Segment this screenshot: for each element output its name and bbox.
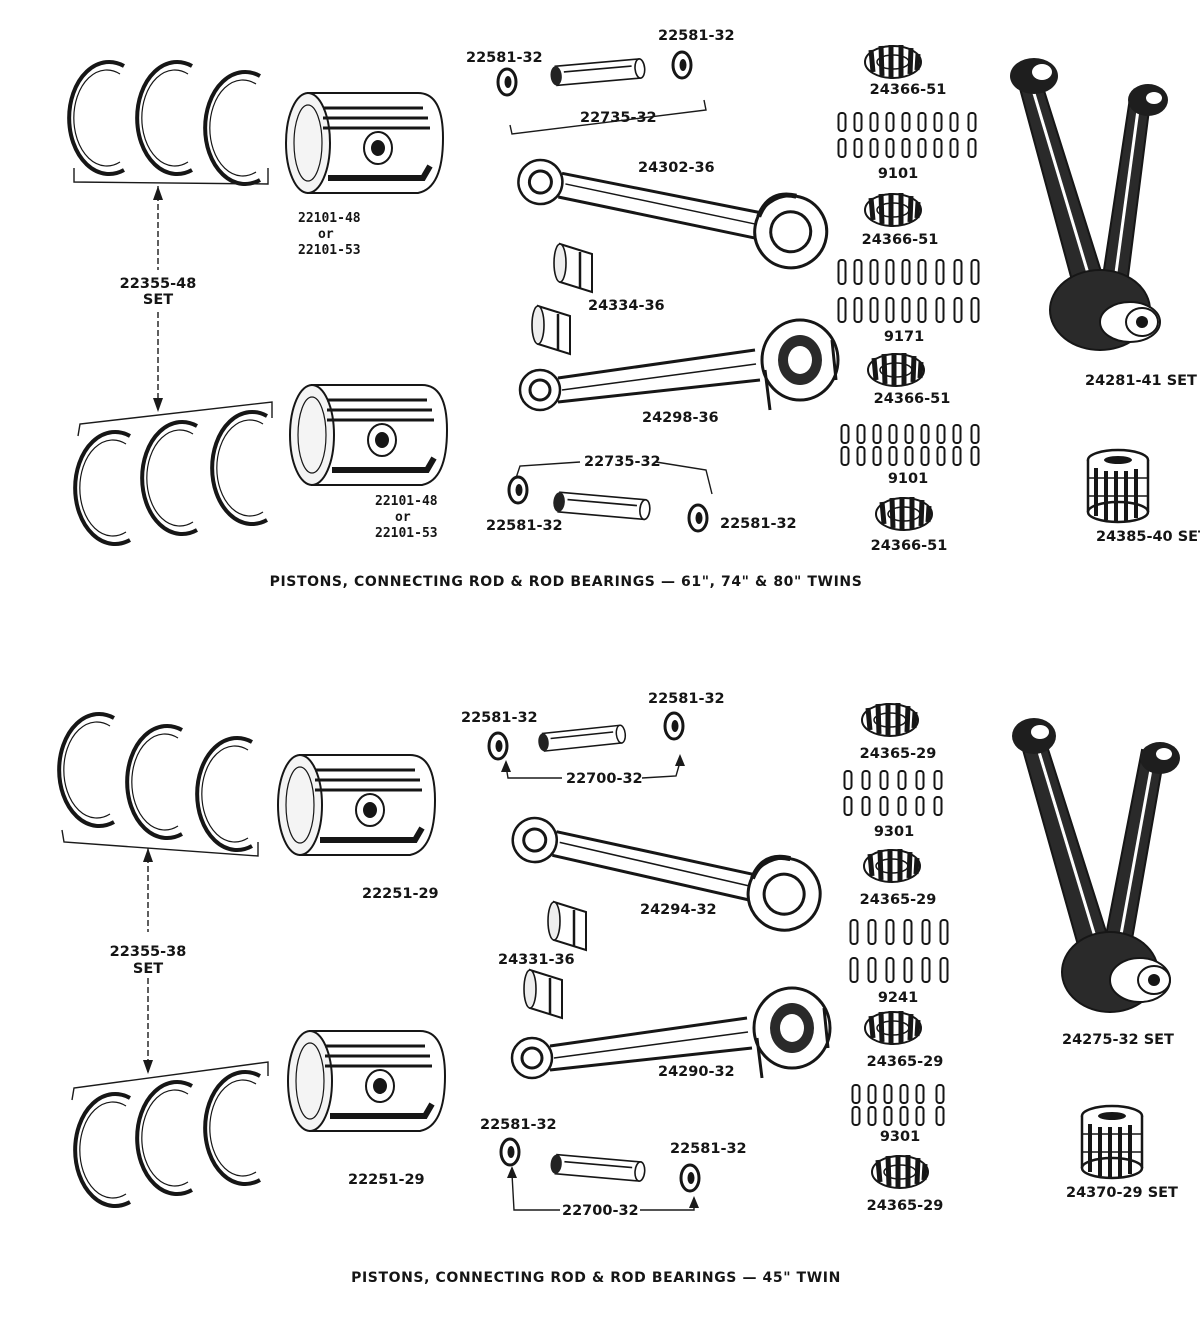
rollers-3-label-45: 9301 bbox=[880, 1129, 920, 1145]
pin-top-lock-right-label: 22581-32 bbox=[658, 28, 735, 44]
rollers-1-label: 9101 bbox=[878, 166, 918, 182]
piston-upper-label-or: or bbox=[318, 227, 334, 242]
cage-1-label-45: 24365-29 bbox=[860, 746, 937, 762]
bearing-set-label: 24385-40 SET bbox=[1096, 529, 1200, 545]
flywheel-rod-set-label: 24281-41 SET bbox=[1085, 373, 1197, 389]
bushing-label-45: 24331-36 bbox=[498, 952, 575, 968]
rollers-2-45 bbox=[849, 919, 949, 983]
pin-bottom-assembly-label: 22735-32 bbox=[584, 454, 661, 470]
rollers-3 bbox=[840, 424, 980, 466]
piston-pin-bottom-45 bbox=[499, 1137, 701, 1211]
rod-lower-label: 24298-36 bbox=[642, 410, 719, 426]
rod-bushing-lower bbox=[530, 304, 572, 356]
bushing-label: 24334-36 bbox=[588, 298, 665, 314]
roller-bearing-set-45 bbox=[1080, 1104, 1144, 1180]
ring-set-label-45: 22355-38 bbox=[110, 944, 187, 960]
ring-set-callout-top bbox=[153, 186, 163, 412]
piston-upper-label-2: 22101-53 bbox=[298, 243, 361, 258]
caption-top: PISTONS, CONNECTING ROD & ROD BEARINGS —… bbox=[270, 574, 863, 590]
rod-upper-label: 24302-36 bbox=[638, 160, 715, 176]
cage-3-label: 24366-51 bbox=[874, 391, 951, 407]
ring-set-label: 22355-48 bbox=[120, 276, 197, 292]
rod-upper-label-45: 24294-32 bbox=[640, 902, 717, 918]
piston-lower-label-45: 22251-29 bbox=[348, 1172, 425, 1188]
rollers-2-label: 9171 bbox=[884, 329, 924, 345]
flywheel-rod-set-45 bbox=[1012, 718, 1180, 1013]
pin-bottom-lock-left-label-45: 22581-32 bbox=[480, 1117, 557, 1133]
caption-bottom: PISTONS, CONNECTING ROD & ROD BEARINGS —… bbox=[351, 1270, 841, 1286]
bearing-column-45: 24365-29 9301 24365-29 9241 bbox=[843, 703, 949, 1214]
pin-bottom-assembly-label-45: 22700-32 bbox=[562, 1203, 639, 1219]
cage-4-label-45: 24365-29 bbox=[867, 1198, 944, 1214]
pin-bottom-lock-right-label-45: 22581-32 bbox=[670, 1141, 747, 1157]
piston-ring-set-upper-45 bbox=[57, 712, 259, 857]
rod-lower-label-45: 24290-32 bbox=[658, 1064, 735, 1080]
piston-upper-label-45: 22251-29 bbox=[362, 886, 439, 902]
piston-lower-45 bbox=[288, 1031, 445, 1131]
ring-set-label-suffix: SET bbox=[143, 292, 173, 308]
diagram-top: 22355-48 SET 22101-48 or 22101-53 22101-… bbox=[67, 28, 1200, 590]
pin-top-assembly-label-45: 22700-32 bbox=[566, 771, 643, 787]
pin-bottom-lock-left-label: 22581-32 bbox=[486, 518, 563, 534]
piston-pin-top bbox=[496, 50, 707, 135]
diagram-bottom: 22355-38 SET 22251-29 22251-29 22581-32 bbox=[57, 691, 1180, 1286]
cage-4-label: 24366-51 bbox=[871, 538, 948, 554]
piston-lower bbox=[290, 385, 447, 485]
flywheel-rod-set bbox=[1010, 58, 1168, 351]
piston-upper-label-1: 22101-48 bbox=[298, 211, 361, 226]
rod-bushing-upper bbox=[552, 242, 594, 294]
piston-pin-bottom bbox=[507, 461, 713, 533]
rollers-2-label-45: 9241 bbox=[878, 990, 918, 1006]
piston-ring-set-upper bbox=[67, 60, 269, 186]
pin-top-lock-left-label-45: 22581-32 bbox=[461, 710, 538, 726]
rollers-2 bbox=[837, 259, 980, 323]
rod-bushing-lower-45 bbox=[522, 968, 564, 1020]
bearing-column: 24366-51 9101 24366-51 bbox=[837, 45, 980, 554]
piston-upper bbox=[286, 93, 443, 193]
rollers-3-label: 9101 bbox=[888, 471, 928, 487]
cage-2-label: 24366-51 bbox=[862, 232, 939, 248]
ring-set-callout-bottom bbox=[143, 848, 153, 1074]
piston-lower-label-2: 22101-53 bbox=[375, 526, 438, 541]
piston-ring-set-lower-45 bbox=[71, 1061, 269, 1208]
piston-pin-top-45 bbox=[487, 711, 685, 779]
flywheel-rod-set-label-45: 24275-32 SET bbox=[1062, 1032, 1174, 1048]
pin-top-assembly-label: 22735-32 bbox=[580, 110, 657, 126]
piston-ring-set-lower bbox=[73, 401, 273, 546]
piston-upper-45 bbox=[278, 755, 435, 855]
rollers-1-label-45: 9301 bbox=[874, 824, 914, 840]
cage-3-label-45: 24365-29 bbox=[867, 1054, 944, 1070]
piston-lower-label-1: 22101-48 bbox=[375, 494, 438, 509]
pin-top-lock-right-label-45: 22581-32 bbox=[648, 691, 725, 707]
pin-top-lock-left-label: 22581-32 bbox=[466, 50, 543, 66]
rollers-3-45 bbox=[851, 1084, 945, 1126]
cage-2-label-45: 24365-29 bbox=[860, 892, 937, 908]
rollers-1 bbox=[837, 112, 977, 158]
roller-bearing-set bbox=[1086, 448, 1150, 524]
piston-lower-label-or: or bbox=[395, 510, 411, 525]
cage-1-label: 24366-51 bbox=[870, 82, 947, 98]
ring-set-label-45-suffix: SET bbox=[133, 961, 163, 977]
bearing-set-label-45: 24370-29 SET bbox=[1066, 1185, 1178, 1201]
rollers-1-45 bbox=[843, 770, 943, 816]
pin-bottom-lock-right-label: 22581-32 bbox=[720, 516, 797, 532]
rod-bushing-upper-45 bbox=[546, 900, 588, 952]
